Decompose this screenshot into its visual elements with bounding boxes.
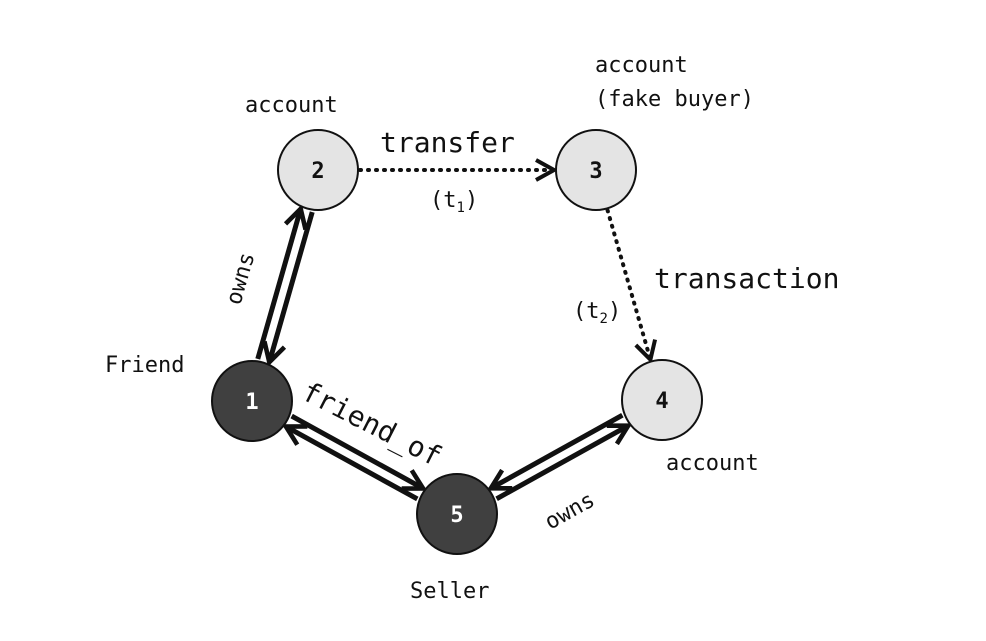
node-1[interactable]: 1: [211, 360, 293, 442]
node-1-id: 1: [245, 390, 258, 415]
node-3-label-line2: (fake buyer): [595, 87, 754, 112]
node-4[interactable]: 4: [621, 359, 703, 441]
node-4-label: account: [666, 451, 759, 476]
edge-owns-1-2-label: owns: [222, 250, 261, 308]
node-5-label: Seller: [410, 579, 489, 604]
node-4-id: 4: [655, 389, 668, 414]
node-1-label: Friend: [105, 353, 184, 378]
edge-transaction-time: (t2): [573, 299, 621, 327]
edge-friend-of-1-to-5[interactable]: [290, 413, 423, 488]
node-5-id: 5: [450, 503, 463, 528]
node-3[interactable]: 3: [555, 129, 637, 211]
edge-transaction-3-to-4[interactable]: [605, 208, 651, 359]
edge-owns-5-4-label: owns: [541, 488, 599, 536]
edge-friend-of-5-to-1[interactable]: [286, 427, 419, 502]
edge-transaction-label: transaction: [654, 262, 839, 295]
node-3-label-line1: account: [595, 53, 688, 78]
node-3-id: 3: [589, 159, 602, 184]
edge-owns-4-to-5[interactable]: [491, 412, 624, 488]
edge-owns-2-to-1[interactable]: [269, 211, 315, 362]
node-5[interactable]: 5: [416, 473, 498, 555]
edge-transfer-label: transfer: [380, 126, 515, 159]
edge-owns-5-to-4[interactable]: [495, 426, 629, 502]
edge-transfer-time: (t1): [430, 188, 478, 216]
edge-owns-1-to-2[interactable]: [255, 209, 301, 360]
node-2-label: account: [245, 93, 338, 118]
node-2-id: 2: [311, 159, 324, 184]
node-2[interactable]: 2: [277, 129, 359, 211]
